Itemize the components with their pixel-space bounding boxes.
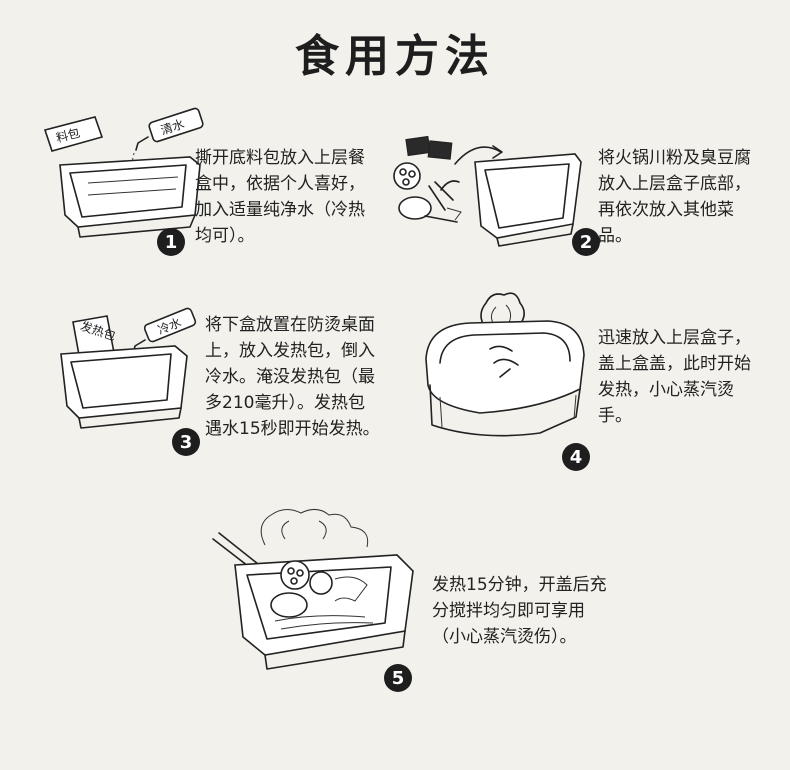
- cold-water-bottle-icon: 冷水: [132, 307, 197, 355]
- step-4-text: 迅速放入上层盒子，盖上盒盖，此时开始发热，小心蒸汽烫手。: [598, 328, 751, 426]
- steam-icon: [260, 509, 369, 548]
- step-2-number-badge: 2: [572, 228, 600, 256]
- covered-box-icon: [425, 320, 585, 437]
- meal-box-icon: [474, 153, 582, 247]
- step-4-illustration: [425, 292, 585, 437]
- step-1-text: 撕开底料包放入上层餐盒中，依据个人喜好，加入适量纯净水（冷热均可）。: [195, 148, 365, 246]
- step-1-illustration: 料包 清水: [43, 107, 204, 238]
- step-1-number-badge: 1: [157, 228, 185, 256]
- arrow-icon: [454, 146, 502, 165]
- seasoning-packet-icon: 料包: [43, 116, 104, 152]
- step-3-illustration: 发热包 冷水: [60, 307, 197, 429]
- step-3-number-badge: 3: [172, 428, 200, 456]
- page-title: 食用方法: [295, 31, 495, 82]
- meal-box-icon: [59, 156, 201, 238]
- water-bottle-icon: 清水: [135, 107, 204, 151]
- step-4-number-badge: 4: [562, 443, 590, 471]
- lower-box-icon: [60, 345, 188, 429]
- ingredients-icon: [393, 135, 462, 223]
- step-5-illustration: [212, 509, 414, 670]
- step-2-text: 将火锅川粉及臭豆腐放入上层盒子底部，再依次放入其他菜品。: [598, 148, 751, 246]
- step-5-number-badge: 5: [384, 664, 412, 692]
- packet-label: 料包: [55, 126, 82, 145]
- step-2-illustration: [393, 135, 582, 247]
- step-5-text: 发热15分钟，开盖后充分搅拌均匀即可享用（小心蒸汽烫伤）。: [432, 575, 607, 647]
- open-box-with-food-icon: [234, 554, 414, 670]
- step-3-text: 将下盒放置在防烫桌面上，放入发热包，倒入冷水。淹没发热包（最多210毫升）。发热…: [205, 315, 380, 439]
